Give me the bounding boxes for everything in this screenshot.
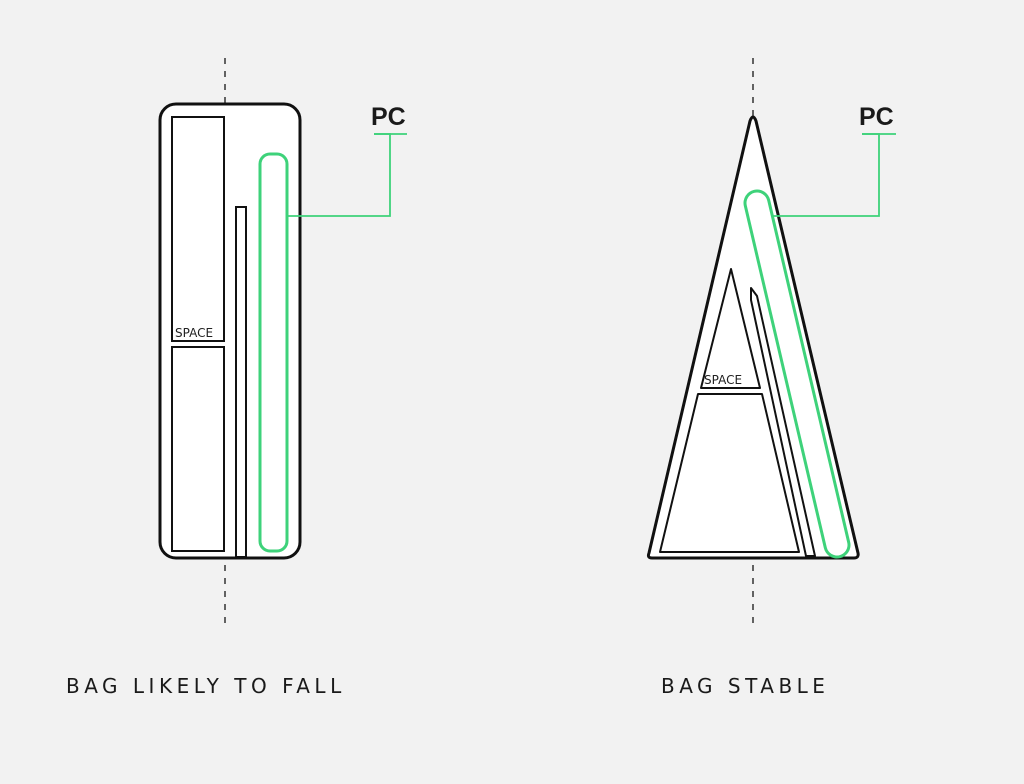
- left-space-bottom-compartment: [171, 346, 225, 552]
- right-divider-panel: [750, 287, 816, 557]
- right-space-label: SPACE: [704, 373, 742, 387]
- right-pc-label: PC: [859, 103, 894, 131]
- left-divider-panel: [235, 206, 247, 558]
- left-pc-sleeve: [258, 152, 289, 553]
- right-caption: BAG STABLE: [661, 674, 829, 698]
- right-space-top-compartment: [700, 268, 761, 389]
- left-pc-label: PC: [371, 103, 406, 131]
- left-space-top-compartment: [171, 116, 225, 342]
- right-panel: PC SPACE BAG STABLE: [646, 58, 896, 698]
- left-panel: PC SPACE BAG LIKELY TO FALL: [66, 58, 407, 698]
- right-pc-sleeve-fill: [746, 192, 848, 556]
- left-caption: BAG LIKELY TO FALL: [66, 674, 346, 698]
- left-space-label: SPACE: [175, 326, 213, 340]
- right-pc-callout-line: [771, 133, 880, 217]
- left-pc-callout-line: [287, 133, 391, 217]
- right-space-bottom-compartment: [659, 393, 800, 553]
